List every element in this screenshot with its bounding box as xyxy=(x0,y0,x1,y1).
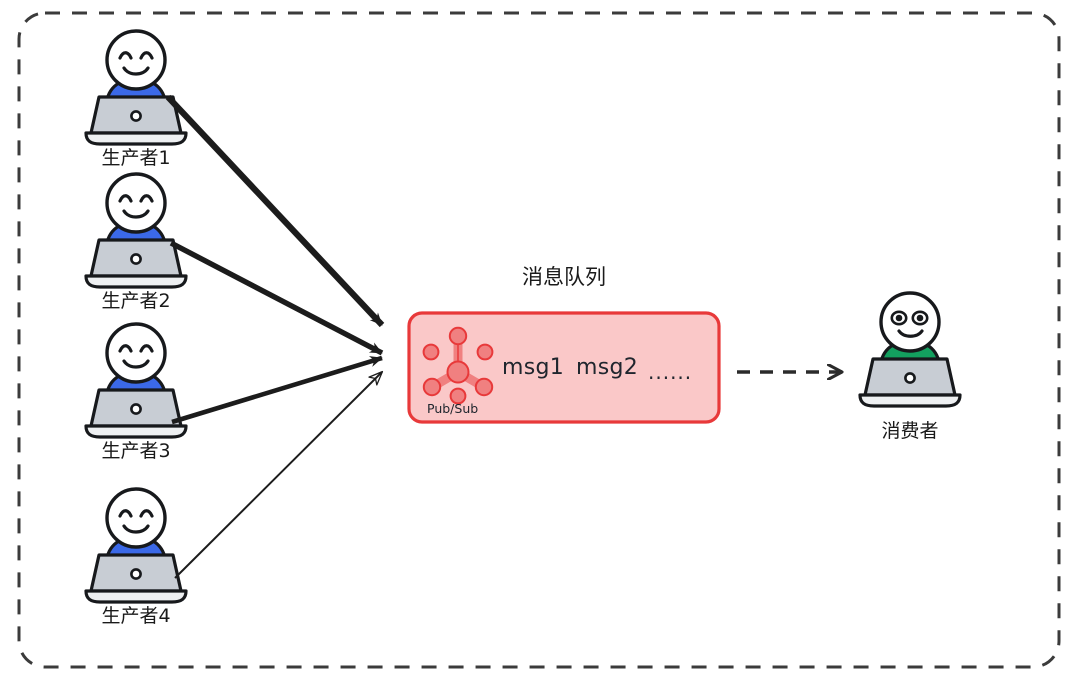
message-item-2[interactable]: msg2 xyxy=(576,355,639,380)
arrow-producer-4-to-queue xyxy=(174,370,384,579)
arrow-producer-3-to-queue xyxy=(171,355,383,425)
pub-sub-icon xyxy=(422,326,494,405)
arrow-producer-1-to-queue xyxy=(165,94,385,328)
message-item-1[interactable]: msg1 xyxy=(502,355,565,380)
message-ellipsis: ...... xyxy=(648,360,693,384)
producer-2-figure xyxy=(84,172,188,289)
producer-3-label: 生产者3 xyxy=(101,440,171,462)
message-queue-title: 消息队列 xyxy=(522,265,606,289)
arrow-producer-2-to-queue xyxy=(169,240,384,356)
producer-1-figure xyxy=(84,29,188,146)
producer-2-label: 生产者2 xyxy=(101,290,171,312)
diagram-frame xyxy=(17,11,1061,669)
producer-3-figure xyxy=(84,322,188,439)
producer-4-label: 生产者4 xyxy=(101,605,171,627)
consumer-figure xyxy=(858,291,962,408)
pub-sub-label: Pub/Sub xyxy=(427,401,479,416)
producer-1-label: 生产者1 xyxy=(101,147,171,169)
consumer-label: 消费者 xyxy=(881,420,939,442)
producer-4-figure xyxy=(84,487,188,604)
